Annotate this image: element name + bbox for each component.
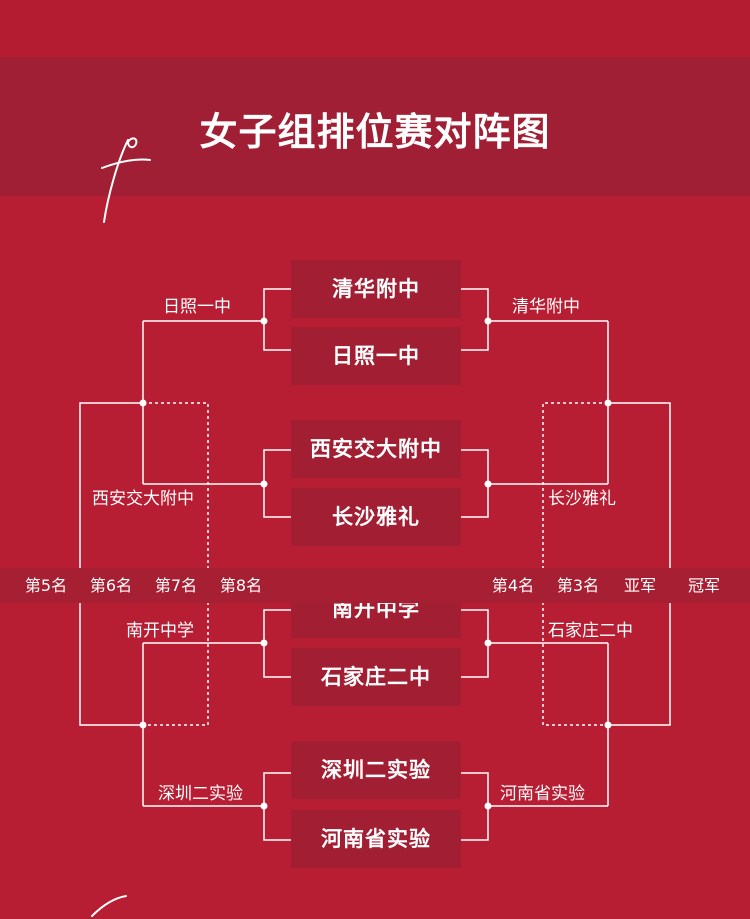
junction-dot	[260, 639, 268, 647]
rank-band	[0, 568, 750, 603]
winner-label-left-4: 深圳二实验	[158, 784, 243, 804]
team-box-7: 深圳二实验	[291, 741, 461, 799]
page-title: 女子组排位赛对阵图	[199, 110, 551, 154]
bracket-right-outer	[608, 402, 671, 726]
junction-dot	[604, 399, 612, 407]
rank-label-4th: 第4名	[491, 576, 535, 595]
team-box-8: 河南省实验	[291, 810, 461, 868]
winner-label-right-1: 清华附中	[512, 297, 580, 317]
junction-dot	[604, 721, 612, 729]
junction-dot	[484, 480, 492, 488]
team-box-4: 长沙雅礼	[291, 488, 461, 546]
team-box-6: 石家庄二中	[291, 648, 461, 706]
rank-label-7th: 第7名	[154, 576, 198, 595]
team-box-1: 清华附中	[291, 260, 461, 318]
bracket-right-dashed	[542, 402, 608, 726]
junction-dot	[484, 639, 492, 647]
bracket-left-outer	[79, 402, 143, 726]
scribble-decoration-bottom	[91, 895, 127, 917]
winner-label-left-2: 西安交大附中	[92, 489, 194, 509]
rank-label-6th: 第6名	[89, 576, 133, 595]
junction-dot	[139, 399, 147, 407]
rank-label-champion: 冠军	[687, 576, 720, 595]
rank-label-3rd: 第3名	[556, 576, 600, 595]
winner-label-right-4: 河南省实验	[500, 784, 585, 804]
winner-label-right-3: 石家庄二中	[548, 621, 633, 641]
rank-label-runner-up: 亚军	[623, 576, 656, 595]
winner-label-left-1: 日照一中	[163, 297, 231, 317]
rank-label-5th: 第5名	[24, 576, 68, 595]
rank-label-8th: 第8名	[219, 576, 263, 595]
title-band	[0, 57, 750, 196]
junction-dot	[260, 317, 268, 325]
bracket-left-dashed	[143, 402, 209, 726]
junction-dot	[260, 802, 268, 810]
team-box-2: 日照一中	[291, 327, 461, 385]
junction-dot	[260, 480, 268, 488]
junction-dot	[139, 721, 147, 729]
junction-dot	[484, 317, 492, 325]
winner-label-right-2: 长沙雅礼	[548, 489, 616, 509]
winner-label-left-3: 南开中学	[126, 621, 194, 641]
team-box-3: 西安交大附中	[291, 420, 461, 478]
top-strip	[0, 0, 750, 56]
junction-dot	[484, 802, 492, 810]
scribble-decoration	[101, 137, 151, 223]
